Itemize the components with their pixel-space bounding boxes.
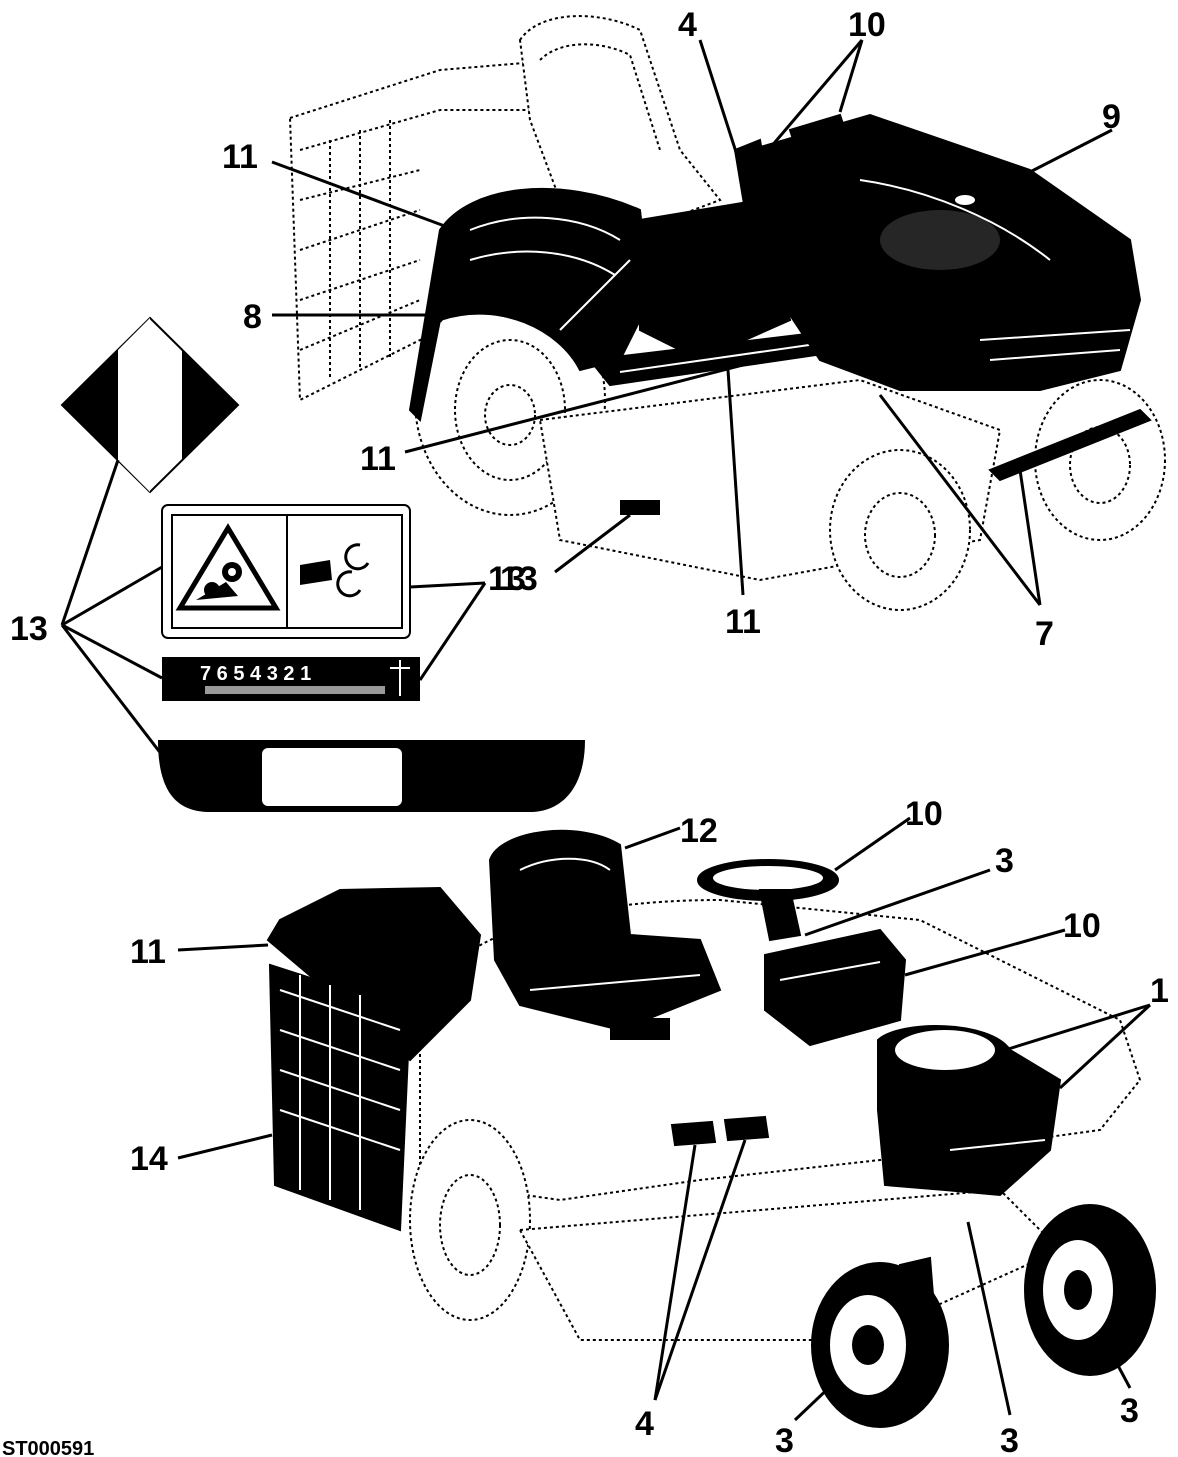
callout-top-11b: 11: [360, 440, 396, 478]
callout-left-13b: 13: [488, 560, 526, 598]
callout-left-13a: 13: [10, 610, 48, 648]
callout-top-13: 13: [500, 560, 538, 598]
top-engine-hood: [748, 113, 1142, 391]
bottom-front-wheels: [811, 1204, 1156, 1428]
hand-hazard-icon: [175, 523, 281, 611]
callout-top-8: 8: [243, 298, 262, 336]
callout-bot-3a: 3: [995, 842, 1014, 880]
top-front-wheels: [829, 379, 1166, 611]
bottom-tractor-illustration: [266, 829, 1156, 1428]
bottom-grass-bag: [266, 886, 482, 1232]
callout-bot-10a: 10: [905, 795, 943, 833]
bottom-steering-wheel: [697, 859, 839, 942]
callout-bot-1: 1: [1150, 972, 1169, 1010]
callout-bot-3b: 3: [775, 1422, 794, 1457]
bottom-pedals: [670, 1115, 770, 1147]
callout-bot-10b: 10: [1063, 907, 1101, 945]
diamond-decal: [60, 316, 240, 494]
callout-bot-14: 14: [130, 1140, 168, 1178]
figure-reference: ST000591: [2, 1438, 94, 1457]
top-chassis: [588, 198, 852, 387]
bottom-seat: [488, 829, 722, 1040]
rotating-blade-icon: [300, 543, 370, 598]
callout-top-11a: 11: [222, 138, 258, 176]
callout-top-7: 7: [1035, 615, 1054, 653]
callout-bot-3d: 3: [1120, 1392, 1139, 1430]
callout-top-11c: 11: [725, 603, 761, 641]
top-tractor-illustration: [288, 15, 1166, 611]
bottom-engine: [877, 1025, 1062, 1197]
top-hood-cap: [955, 195, 975, 205]
top-hood-highlight: [880, 210, 1000, 270]
top-deck-decal: [620, 500, 660, 515]
leader-lines: [60, 39, 1152, 1422]
top-seat: [518, 15, 722, 232]
speed-scale-decal: 7 6 5 4 3 2 1: [162, 657, 420, 701]
bottom-seat-base: [610, 1018, 670, 1040]
decals-group: 7 6 5 4 3 2 1: [60, 316, 585, 812]
callout-bot-12: 12: [680, 812, 718, 850]
bottom-console: [764, 928, 907, 1047]
warning-decal: [161, 504, 411, 639]
brand-badge-decal: [158, 740, 585, 812]
callout-top-10: 10: [848, 6, 886, 44]
callout-labels: 4 10 9 11 8 11 11 13 7 13 13 12 10 3 10 …: [10, 6, 1169, 1457]
speed-scale-label: 7 6 5 4 3 2 1: [200, 663, 311, 685]
top-steering: [733, 113, 847, 212]
top-front-bumper: [988, 408, 1152, 482]
callout-bot-4: 4: [635, 1405, 654, 1443]
callout-top-9: 9: [1102, 98, 1121, 136]
callout-bot-11: 11: [130, 933, 166, 971]
callout-bot-3c: 3: [1000, 1422, 1019, 1457]
callout-top-4: 4: [678, 6, 697, 44]
